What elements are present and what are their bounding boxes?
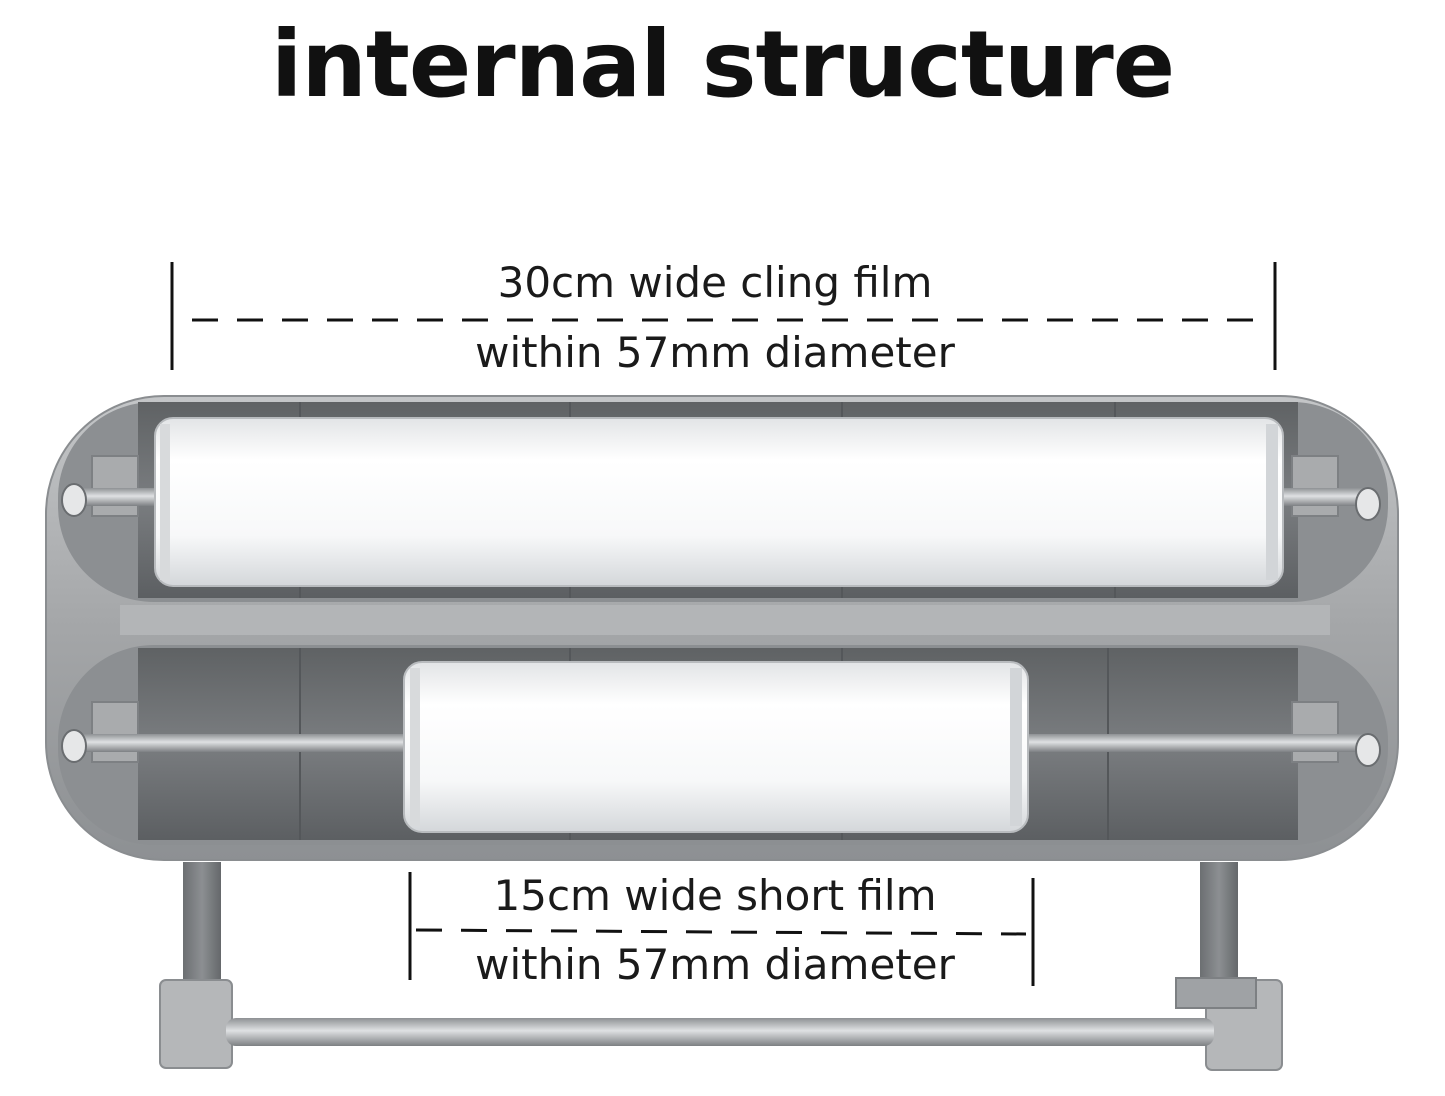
wide-film-diameter-label: within 57mm diameter [475, 328, 955, 377]
top-left-bracket [91, 455, 139, 517]
top-right-pin [1355, 487, 1381, 521]
rod-left-mount [159, 979, 233, 1069]
wide-film-dimension [170, 262, 1277, 370]
towel-rod [226, 1018, 1214, 1046]
bottom-right-bracket [1291, 701, 1339, 763]
top-left-pin [61, 483, 87, 517]
bottom-left-bracket [91, 701, 139, 763]
top-right-bracket [1291, 455, 1339, 517]
short-dim-dashed-line [415, 928, 1027, 936]
short-film-width-label: 15cm wide short film [493, 871, 937, 920]
bottom-right-pin [1355, 733, 1381, 767]
bottom-left-pin [61, 729, 87, 763]
bottom-compartment [58, 645, 1388, 845]
top-compartment [58, 402, 1388, 602]
wide-film-roll [154, 417, 1284, 587]
left-leg [183, 862, 221, 990]
right-leg [1200, 862, 1238, 990]
short-film-dimension [408, 872, 1035, 986]
short-film-roll [403, 661, 1029, 833]
short-film-diameter-label: within 57mm diameter [475, 940, 955, 989]
wide-film-width-label: 30cm wide cling film [497, 258, 933, 307]
page-title: internal structure [270, 11, 1175, 118]
towel-rod-assembly [159, 977, 1283, 1071]
